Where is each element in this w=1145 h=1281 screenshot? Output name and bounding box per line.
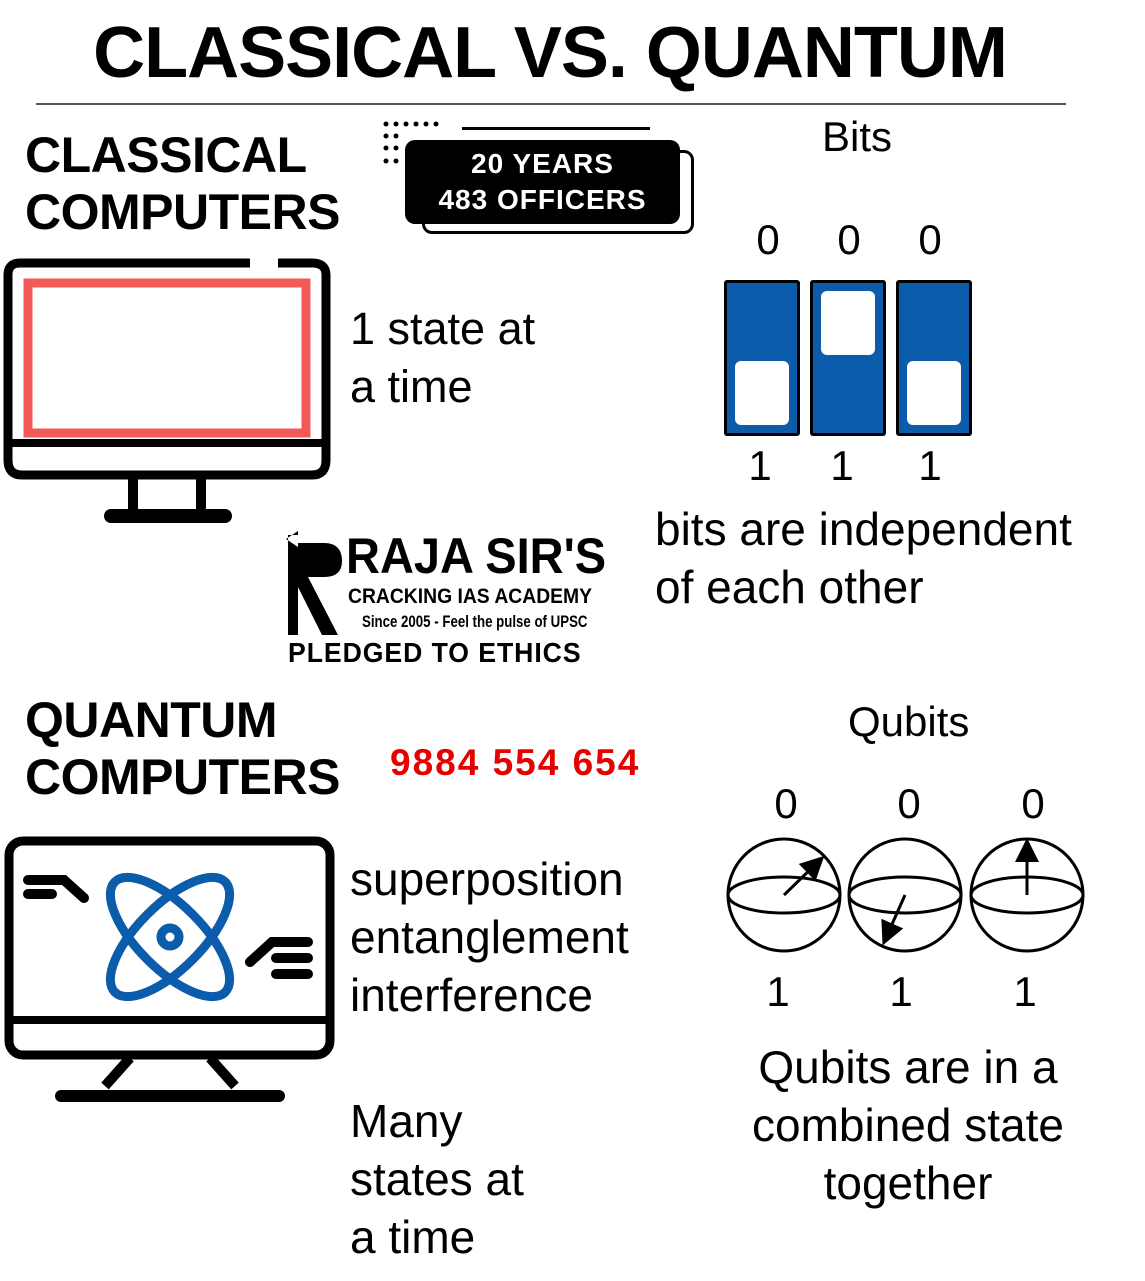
academy-logo: RAJA SIR'S CRACKING IAS ACADEMY Since 20… (284, 525, 634, 670)
classical-desc-line2: a time (350, 361, 473, 412)
qubits-note: Qubits are in a combined state together (700, 1038, 1116, 1212)
page-title: CLASSICAL VS. QUANTUM (93, 13, 1008, 93)
quantum-monitor-icon (4, 836, 335, 1102)
bit-bottom-digit: 1 (748, 442, 772, 489)
logo-subtitle: CRACKING IAS ACADEMY (348, 585, 593, 608)
classical-heading: CLASSICAL COMPUTERS (25, 127, 340, 241)
qubit-bottom-digit: 1 (766, 968, 790, 1015)
property-superposition: superposition (350, 853, 624, 905)
badge-years: 20 YEARS (471, 148, 614, 179)
classical-heading-line2: COMPUTERS (25, 184, 340, 240)
qubits-label: Qubits (848, 698, 970, 745)
property-interference: interference (350, 969, 593, 1021)
quantum-desc-line3: a time (350, 1211, 476, 1263)
classical-heading-line1: CLASSICAL (25, 127, 307, 183)
quantum-desc-line1: Many (350, 1095, 463, 1147)
bits-label: Bits (822, 113, 893, 160)
qubit-bottom-digit: 1 (1013, 968, 1037, 1015)
qubit-bottom-digit: 1 (889, 968, 913, 1015)
bits-note-line2: of each other (655, 561, 924, 613)
qubit-top-digit: 0 (897, 780, 921, 827)
classical-monitor-icon (3, 258, 331, 523)
bit-switch (724, 280, 800, 436)
qubits-note-line1: Qubits are in a (758, 1041, 1058, 1093)
bloch-sphere-icon (969, 837, 1085, 953)
quantum-desc-line2: states at (350, 1153, 524, 1205)
quantum-heading-line1: QUANTUM (25, 692, 278, 748)
logo-motto: PLEDGED TO ETHICS (288, 637, 582, 668)
divider (36, 103, 1066, 105)
quantum-heading-line2: COMPUTERS (25, 749, 340, 805)
bit-switch (810, 280, 886, 436)
property-entanglement: entanglement (350, 911, 629, 963)
bit-bottom-digit: 1 (830, 442, 854, 489)
bit-bottom-digit: 1 (918, 442, 942, 489)
logo-tagline: Since 2005 - Feel the pulse of UPSC (362, 612, 588, 631)
qubits-note-line2: combined state (752, 1099, 1064, 1151)
classical-description: 1 state at a time (350, 300, 535, 416)
logo-name: RAJA SIR'S (346, 528, 607, 584)
dots-decoration-icon (383, 121, 650, 164)
phone-number: 9884 554 654 (390, 742, 641, 783)
experience-badge: 20 YEARS 483 OFFICERS (405, 140, 680, 224)
classical-desc-line1: 1 state at (350, 303, 536, 354)
logo-r-arrow-icon (286, 531, 342, 635)
bit-top-digit: 0 (756, 216, 780, 263)
bit-top-digit: 0 (918, 216, 942, 263)
badge-officers: 483 OFFICERS (438, 184, 647, 215)
bit-top-digit: 0 (837, 216, 861, 263)
bit-switch (896, 280, 972, 436)
bits-note: bits are independent of each other (655, 500, 1072, 616)
qubit-top-digit: 0 (1021, 780, 1045, 827)
quantum-properties: superposition entanglement interference (350, 850, 629, 1024)
quantum-heading: QUANTUM COMPUTERS (25, 692, 340, 806)
qubits-note-line3: together (823, 1157, 993, 1209)
bloch-sphere-icon (847, 837, 963, 953)
quantum-description: Many states at a time (350, 1092, 524, 1266)
qubit-top-digit: 0 (774, 780, 798, 827)
bloch-spheres (726, 837, 1085, 953)
bits-note-line1: bits are independent (655, 503, 1072, 555)
bloch-sphere-icon (726, 837, 842, 953)
